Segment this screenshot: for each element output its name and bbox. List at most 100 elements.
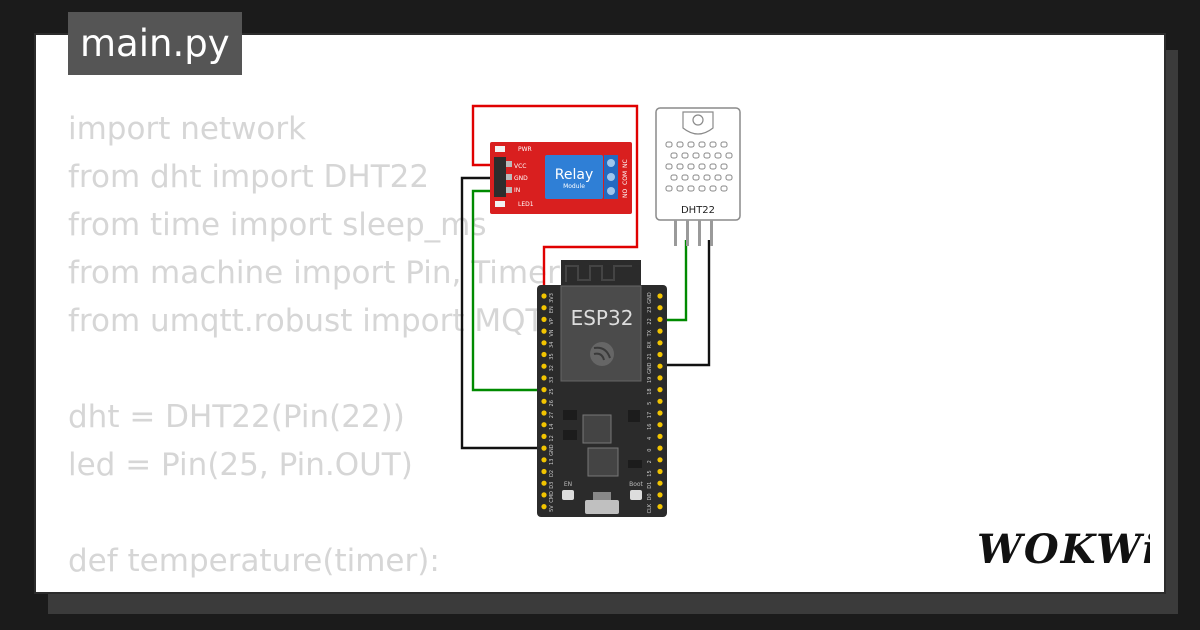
relay-led-led1: LED1 [518, 201, 534, 208]
esp32-pin[interactable] [657, 351, 663, 358]
dht22-vent-hole [670, 152, 678, 159]
esp32-pin-label: 15 [647, 470, 653, 476]
relay-subtitle: Module [563, 183, 585, 190]
esp32-pin-label: 5 [647, 402, 653, 405]
code-line[interactable]: collect = measure() [68, 585, 563, 592]
relay-pin-gnd: GND [514, 175, 528, 182]
relay-module[interactable]: PWR LED1 VCC GND IN Relay Module NO COM … [490, 142, 632, 214]
relay-title: Relay [555, 167, 593, 183]
esp32-pin[interactable] [541, 387, 547, 393]
file-tab[interactable]: main.py [68, 12, 242, 75]
esp32-pin[interactable] [657, 468, 663, 475]
code-line[interactable]: dht = DHT22(Pin(22)) [68, 399, 405, 435]
esp32-pin-label: 32 [549, 365, 555, 371]
dht22-vent-hole [703, 152, 711, 159]
esp32-pin-label: D3 [549, 482, 555, 489]
esp32-pin[interactable] [541, 340, 547, 346]
esp32-pin[interactable] [657, 316, 663, 322]
esp32-pin[interactable] [541, 480, 547, 486]
dht22-vent-hole [703, 174, 711, 181]
esp32-pin-label: 16 [647, 424, 653, 430]
dht22-vent-hole [692, 152, 700, 159]
esp32-pin[interactable] [541, 492, 547, 498]
esp32-pin[interactable] [657, 293, 663, 299]
esp32-pin[interactable] [657, 305, 663, 311]
esp32-pin-label: 27 [549, 412, 555, 418]
esp32-pin[interactable] [541, 410, 547, 416]
esp32-pin-label: 19 [647, 377, 653, 383]
esp32-pin-label: 22 [647, 318, 653, 324]
esp32-pin-label: 26 [549, 400, 555, 406]
dht22-vent-hole [725, 174, 733, 181]
dht22-vent-hole [676, 185, 684, 192]
esp32-pin[interactable] [657, 445, 663, 451]
dht22-vent-hole [698, 163, 706, 170]
esp32-pin[interactable] [541, 305, 547, 311]
esp32-pin[interactable] [657, 328, 663, 334]
code-line[interactable]: from dht import DHT22 [68, 159, 430, 195]
code-line[interactable]: led = Pin(25, Pin.OUT) [68, 447, 413, 483]
dht22-vent-hole [709, 141, 717, 148]
dht22-vent-hole [681, 152, 689, 159]
esp32-pin[interactable] [657, 504, 663, 510]
esp32-pin-label: TX [647, 329, 653, 337]
esp32-pin[interactable] [657, 363, 663, 369]
esp32-pin-headers: 3V3ENVPVN343532332526271412GND13D2D3CMD5… [541, 292, 663, 513]
esp32-pin[interactable] [541, 398, 547, 404]
esp32-pin[interactable] [657, 398, 663, 404]
dht22-label: DHT22 [681, 205, 715, 216]
esp32-pin[interactable] [657, 340, 663, 346]
relay-terminal-no: NO [622, 189, 629, 198]
esp32-pin[interactable] [541, 433, 547, 439]
esp32-pin[interactable] [541, 468, 547, 475]
code-line[interactable]: def temperature(timer): [68, 543, 440, 579]
relay-pin-in: IN [514, 187, 520, 194]
dht22-vent-grid [665, 141, 733, 192]
code-line[interactable]: from machine import Pin, Timer [68, 255, 560, 291]
esp32-pin-label: CLK [647, 503, 653, 513]
dht22-sensor[interactable]: DHT22 [655, 107, 741, 246]
esp32-pin[interactable] [657, 480, 663, 486]
relay-led-pwr: PWR [518, 146, 532, 153]
esp32-pin-label: 5V [549, 505, 555, 512]
esp32-pin[interactable] [541, 328, 547, 334]
esp32-pin-label: 3V3 [549, 293, 555, 303]
esp32-pin[interactable] [541, 351, 547, 358]
esp32-pin[interactable] [541, 457, 547, 463]
esp32-pin-label: CMD [549, 491, 555, 503]
dht22-vent-hole [720, 163, 728, 170]
boot-button[interactable] [630, 490, 642, 500]
esp32-pin[interactable] [541, 445, 547, 451]
esp32-pin[interactable] [541, 293, 547, 299]
esp32-board[interactable]: ESP32 EN Boot 3V3ENVPVN34353233252627141… [537, 260, 667, 517]
dht22-vent-hole [676, 163, 684, 170]
esp32-pin[interactable] [541, 316, 547, 322]
esp32-pin[interactable] [541, 363, 547, 369]
wire-green-dht [662, 240, 688, 322]
esp32-pin[interactable] [657, 422, 663, 428]
esp32-pin[interactable] [657, 375, 663, 381]
wire-red-vcc [471, 104, 639, 293]
esp32-pin[interactable] [657, 457, 663, 463]
esp32-pin[interactable] [541, 422, 547, 428]
esp32-pin-label: D1 [647, 482, 653, 489]
esp32-pin[interactable] [657, 492, 663, 498]
esp32-pin[interactable] [657, 387, 663, 393]
esp32-pin-label: GND [647, 362, 653, 374]
dht22-vent-hole [692, 174, 700, 181]
usb-port-icon [585, 500, 619, 514]
esp32-pin-label: 25 [549, 388, 555, 394]
esp32-pin-label: 23 [647, 307, 653, 313]
code-line[interactable]: import network [68, 111, 307, 147]
esp32-pin[interactable] [541, 375, 547, 381]
esp32-pin[interactable] [541, 504, 547, 510]
wokwi-logo: WOKWi [977, 526, 1150, 573]
en-button[interactable] [562, 490, 574, 500]
dht22-vent-hole [720, 185, 728, 192]
esp32-pin-label: 13 [549, 459, 555, 465]
esp32-pin[interactable] [657, 410, 663, 416]
esp32-pin-label: 0 [647, 449, 653, 452]
esp32-pin[interactable] [657, 433, 663, 439]
dht22-vent-hole [665, 141, 673, 148]
